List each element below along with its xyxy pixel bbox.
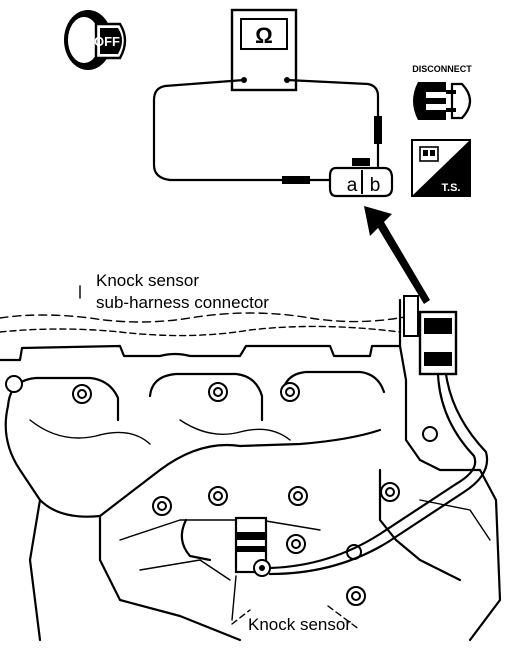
sub-harness-connector (403, 295, 458, 376)
terminal-a-label: a (347, 175, 358, 196)
disconnect-connector-icon: DISCONNECT (412, 64, 472, 120)
connector-label-line2: sub-harness connector (96, 293, 269, 312)
troubleshooting-ts-icon: T.S. (411, 139, 471, 197)
terminal-b-label: b (370, 175, 381, 196)
ohmmeter-icon: Ω (230, 8, 298, 92)
knock-sensor-part (234, 516, 271, 577)
ignition-off-label: OFF (94, 34, 120, 49)
connector-label-line1: Knock sensor (96, 271, 199, 290)
sensor-label: Knock sensor (248, 615, 351, 634)
pointer-arrow-icon (364, 206, 430, 304)
engine-block-illustration (0, 285, 502, 642)
disconnect-label: DISCONNECT (412, 64, 472, 74)
ts-label: T.S. (442, 182, 461, 194)
sensor-harness (268, 372, 489, 576)
connector-terminals: a b (328, 158, 394, 198)
test-leads (152, 78, 382, 184)
ohm-symbol: Ω (255, 23, 273, 48)
ignition-key-off-icon: OFF (64, 10, 127, 70)
